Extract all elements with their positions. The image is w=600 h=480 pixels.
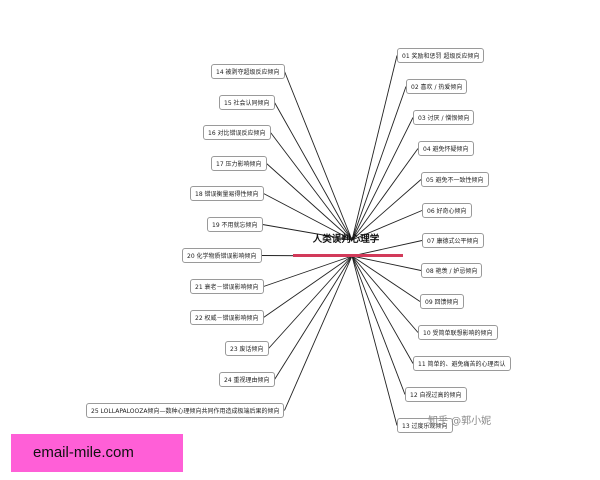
connector-right-10: [351, 255, 419, 333]
branch-node-22: 22 权威－错误影响倾向: [190, 310, 264, 325]
connector-right-9: [351, 255, 421, 302]
connector-left-4: [266, 163, 353, 241]
branch-node-12: 12 自视过高的倾向: [405, 387, 467, 402]
branch-node-13: 13 过度乐观倾向: [397, 418, 453, 433]
zhihu-watermark: 知乎 @郭小妮: [428, 416, 492, 427]
connector-right-12: [351, 255, 406, 395]
connector-left-5: [263, 193, 353, 241]
branch-node-10: 10 受简单联想影响的倾向: [418, 325, 498, 340]
connector-right-5: [351, 179, 422, 241]
connector-right-8: [351, 255, 422, 271]
branch-node-21: 21 衰老－错误影响倾向: [190, 279, 264, 294]
branch-node-09: 09 回馈倾向: [420, 294, 464, 309]
branch-node-15: 15 社会认同倾向: [219, 95, 275, 110]
connector-right-4: [351, 148, 419, 241]
connector-left-1: [284, 71, 353, 241]
center-underline: [293, 254, 403, 257]
branch-node-05: 05 避免不一致性倾向: [421, 172, 489, 187]
connector-right-6: [351, 210, 423, 241]
connector-left-10: [268, 255, 353, 349]
branch-node-02: 02 喜欢 / 热爱倾向: [406, 79, 468, 94]
connector-right-3: [351, 117, 414, 241]
connector-right-11: [351, 255, 414, 364]
branch-node-04: 04 避免怀疑倾向: [418, 141, 474, 156]
connector-right-1: [351, 55, 398, 241]
branch-node-01: 01 奖励和惩罚 超级反应倾向: [397, 48, 485, 63]
branch-node-07: 07 康德式公平倾向: [422, 233, 484, 248]
connector-left-11: [274, 255, 353, 380]
branch-node-23: 23 废话倾向: [225, 341, 269, 356]
branch-node-03: 03 讨厌 / 憎恨倾向: [413, 110, 475, 125]
connector-left-12: [284, 255, 353, 411]
branch-node-24: 24 重视理由倾向: [219, 372, 275, 387]
center-topic: 人类误判心理学: [312, 234, 380, 245]
connector-left-9: [263, 255, 353, 318]
branch-node-08: 08 艳羡 / 妒忌倾向: [421, 263, 483, 278]
connector-left-6: [262, 224, 353, 241]
connector-left-8: [263, 255, 353, 287]
connector-right-2: [351, 86, 407, 241]
branch-node-14: 14 被剥夺超级反应倾向: [211, 64, 285, 79]
connector-right-13: [351, 255, 398, 426]
connector-left-3: [270, 132, 353, 241]
branch-node-19: 19 不用就忘倾向: [207, 217, 263, 232]
branch-node-25: 25 LOLLAPALOOZA倾向—数种心理倾向共同作用造成极端后果的倾向: [86, 403, 285, 418]
connector-right-7: [351, 240, 423, 257]
email-mile-banner-link[interactable]: email-mile.com: [11, 434, 183, 472]
branch-node-06: 06 好奇心倾向: [422, 203, 472, 218]
branch-node-11: 11 简单的、避免痛苦的心理否认: [413, 356, 511, 371]
branch-node-18: 18 错误衡量易得性倾向: [190, 186, 264, 201]
branch-node-17: 17 压力影响倾向: [211, 156, 267, 171]
branch-node-20: 20 化学物质错误影响倾向: [182, 248, 262, 263]
branch-node-16: 16 对比错误反应倾向: [203, 125, 271, 140]
connector-left-2: [274, 102, 353, 241]
